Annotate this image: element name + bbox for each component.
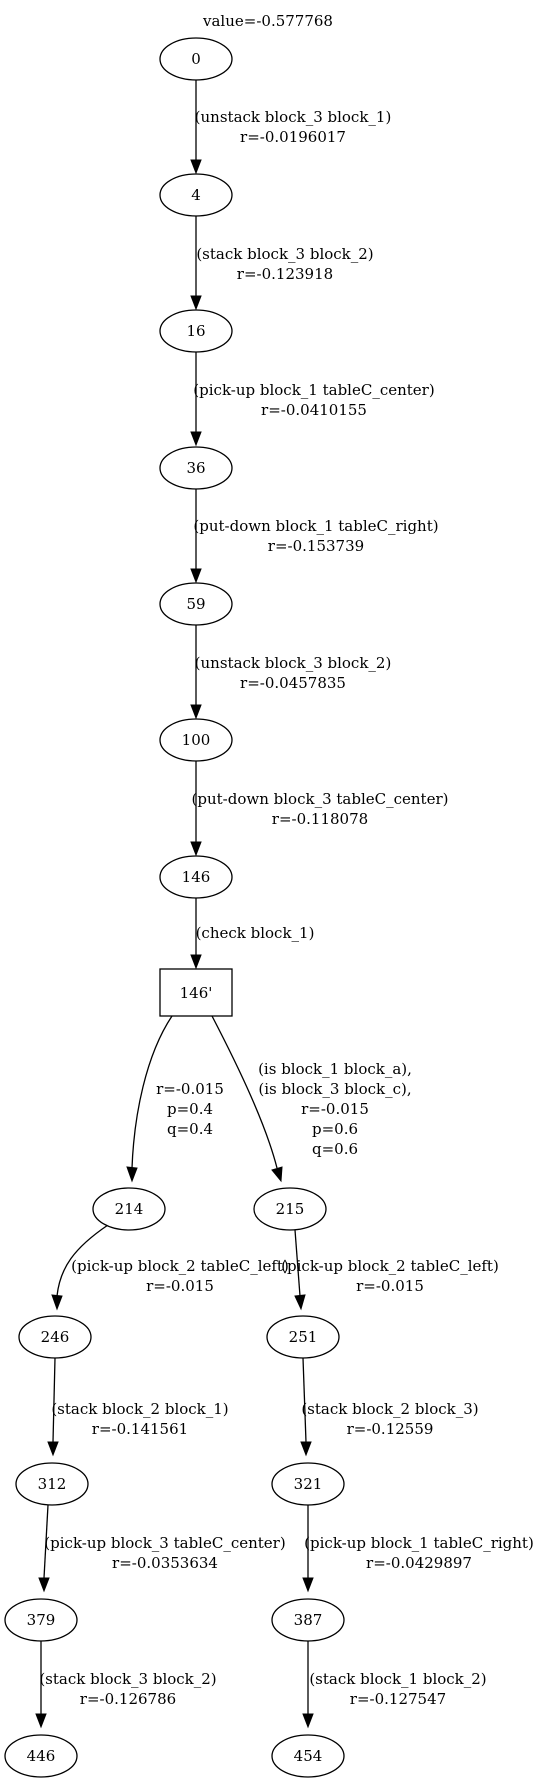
edge-215-251: (pick-up block_2 tableC_left) r=-0.015 bbox=[281, 1229, 499, 1311]
edge-label-action: (unstack block_3 block_1) bbox=[195, 108, 392, 126]
node-label: 0 bbox=[191, 50, 201, 68]
node-label: 215 bbox=[276, 1200, 305, 1218]
node-4: 4 bbox=[159, 173, 233, 217]
edge-label-reward: r=-0.153739 bbox=[268, 537, 364, 555]
edge-100-146: (put-down block_3 tableC_center) r=-0.11… bbox=[190, 761, 449, 857]
edge-label-action: (put-down block_3 tableC_center) bbox=[192, 790, 449, 808]
edge-label-q: q=0.4 bbox=[167, 1120, 213, 1138]
edge-label-action: (stack block_2 block_3) bbox=[301, 1400, 478, 1418]
edge-label-reward: r=-0.127547 bbox=[350, 1690, 446, 1708]
edge-379-446: (stack block_3 block_2) r=-0.126786 bbox=[35, 1641, 217, 1729]
node-label: 312 bbox=[38, 1475, 67, 1493]
edge-label-reward: r=-0.015 bbox=[356, 1277, 424, 1295]
node-59: 59 bbox=[159, 582, 233, 626]
node-label: 36 bbox=[186, 459, 205, 477]
edge-0-4: (unstack block_3 block_1) r=-0.0196017 bbox=[190, 80, 392, 175]
node-label: 446 bbox=[27, 1747, 56, 1765]
node-label: 454 bbox=[294, 1747, 323, 1765]
edge-146prime-215: (is block_1 block_a), (is block_3 block_… bbox=[211, 1015, 412, 1183]
edge-label-observation: (is block_1 block_a), bbox=[258, 1060, 412, 1078]
edge-label-action: (stack block_3 block_2) bbox=[39, 1670, 216, 1688]
node-16: 16 bbox=[159, 309, 233, 353]
node-label: 59 bbox=[186, 595, 205, 613]
edge-label-reward: r=-0.118078 bbox=[272, 810, 368, 828]
edge-label-q: q=0.6 bbox=[312, 1140, 358, 1158]
node-246: 246 bbox=[18, 1315, 92, 1359]
edge-label-reward: r=-0.0429897 bbox=[366, 1554, 472, 1572]
node-146: 146 bbox=[159, 855, 233, 899]
edge-label-action: (pick-up block_3 tableC_center) bbox=[44, 1534, 285, 1552]
edge-label-action: (pick-up block_1 tableC_center) bbox=[193, 381, 434, 399]
edge-59-100: (unstack block_3 block_2) r=-0.0457835 bbox=[190, 625, 392, 720]
edge-label-action: (unstack block_3 block_2) bbox=[195, 654, 392, 672]
edge-label-action: (stack block_2 block_1) bbox=[51, 1400, 228, 1418]
node-0: 0 bbox=[159, 37, 233, 81]
node-379: 379 bbox=[4, 1598, 78, 1642]
edge-label-observation: (is block_3 block_c), bbox=[258, 1080, 411, 1098]
node-251: 251 bbox=[266, 1315, 340, 1359]
node-label: 321 bbox=[294, 1475, 323, 1493]
edge-label-action: (stack block_1 block_2) bbox=[309, 1670, 486, 1688]
edge-label-reward: r=-0.015 bbox=[301, 1100, 369, 1118]
edge-label-reward: r=-0.126786 bbox=[80, 1690, 176, 1708]
node-215: 215 bbox=[253, 1187, 327, 1231]
edge-label-action: (pick-up block_1 tableC_right) bbox=[304, 1534, 534, 1552]
edge-label-reward: r=-0.141561 bbox=[92, 1420, 188, 1438]
edge-label-reward: r=-0.123918 bbox=[237, 265, 333, 283]
node-321: 321 bbox=[271, 1462, 345, 1506]
edge-312-379: (pick-up block_3 tableC_center) r=-0.035… bbox=[38, 1504, 286, 1593]
edge-label-action: (pick-up block_2 tableC_left) bbox=[281, 1257, 499, 1275]
edge-146-146prime: (check block_1) bbox=[190, 898, 315, 970]
edge-label-reward: r=-0.015 bbox=[156, 1080, 224, 1098]
graph-title: value=-0.577768 bbox=[202, 12, 333, 30]
edge-label-action: (put-down block_1 tableC_right) bbox=[193, 517, 438, 535]
node-label: 146' bbox=[180, 984, 213, 1002]
edge-label-reward: r=-0.0196017 bbox=[240, 128, 346, 146]
edge-label-reward: r=-0.0353634 bbox=[112, 1554, 218, 1572]
edge-16-36: (pick-up block_1 tableC_center) r=-0.041… bbox=[190, 352, 435, 447]
node-446: 446 bbox=[4, 1734, 78, 1778]
node-label: 251 bbox=[289, 1328, 318, 1346]
edge-label-action: (stack block_3 block_2) bbox=[196, 245, 373, 263]
edge-4-16: (stack block_3 block_2) r=-0.123918 bbox=[190, 216, 374, 311]
node-label: 16 bbox=[186, 322, 205, 340]
edge-label-reward: r=-0.0410155 bbox=[261, 401, 367, 419]
edge-label-action: (check block_1) bbox=[196, 924, 315, 942]
edge-251-321: (stack block_2 block_3) r=-0.12559 bbox=[300, 1357, 479, 1457]
node-214: 214 bbox=[92, 1187, 166, 1231]
edge-label-prob: p=0.6 bbox=[312, 1120, 358, 1138]
node-label: 146 bbox=[182, 868, 211, 886]
edge-label-reward: r=-0.12559 bbox=[347, 1420, 434, 1438]
node-label: 379 bbox=[27, 1611, 56, 1629]
node-387: 387 bbox=[271, 1598, 345, 1642]
edge-36-59: (put-down block_1 tableC_right) r=-0.153… bbox=[190, 489, 439, 584]
node-312: 312 bbox=[15, 1462, 89, 1506]
node-label: 214 bbox=[115, 1200, 144, 1218]
edge-246-312: (stack block_2 block_1) r=-0.141561 bbox=[47, 1357, 229, 1457]
node-454: 454 bbox=[271, 1734, 345, 1778]
node-100: 100 bbox=[159, 718, 233, 762]
node-label: 387 bbox=[294, 1611, 323, 1629]
node-label: 100 bbox=[182, 731, 211, 749]
node-label: 4 bbox=[191, 186, 201, 204]
node-label: 246 bbox=[41, 1328, 70, 1346]
edge-321-387: (pick-up block_1 tableC_right) r=-0.0429… bbox=[302, 1505, 534, 1593]
edge-label-reward: r=-0.0457835 bbox=[240, 674, 346, 692]
edge-214-246: (pick-up block_2 tableC_left) r=-0.015 bbox=[51, 1224, 289, 1311]
edge-label-prob: p=0.4 bbox=[167, 1100, 213, 1118]
edge-label-reward: r=-0.015 bbox=[146, 1277, 214, 1295]
node-146-prime: 146' bbox=[159, 968, 233, 1017]
edge-146prime-214: r=-0.015 p=0.4 q=0.4 bbox=[126, 1015, 224, 1183]
node-36: 36 bbox=[159, 446, 233, 490]
edge-label-action: (pick-up block_2 tableC_left) bbox=[71, 1257, 289, 1275]
edge-387-454: (stack block_1 block_2) r=-0.127547 bbox=[302, 1641, 487, 1729]
